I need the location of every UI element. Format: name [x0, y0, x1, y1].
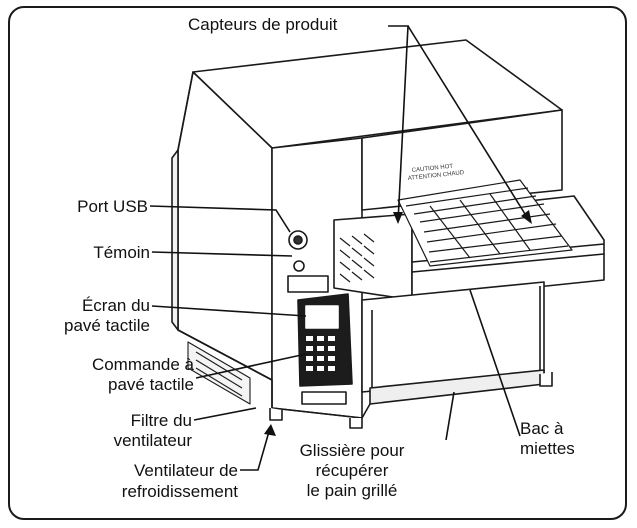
label-fan-line2: refroidissement — [121, 482, 238, 501]
keypad-buttons — [306, 336, 335, 371]
leader-filter — [193, 407, 257, 421]
conveyor-front-housing — [333, 213, 413, 301]
label-indicator: Témoin — [93, 243, 150, 262]
label-slide-line1: Glissière pour — [299, 441, 405, 460]
leader-screen — [151, 305, 307, 317]
wire-rack — [397, 179, 573, 267]
indicator-light — [293, 260, 305, 272]
foot-back — [539, 372, 553, 387]
attention-chaud-text: ATTENTION CHAUD — [408, 170, 466, 182]
label-filter-line2: ventilateur — [113, 431, 192, 450]
arrow-fan — [264, 424, 276, 436]
label-slide-line2: récupérer — [315, 461, 389, 480]
leader-fan — [240, 427, 271, 471]
label-control-line1: Commande à — [91, 355, 194, 374]
leader-control — [195, 353, 307, 379]
label-screen-line1: Écran du — [81, 296, 150, 315]
label-usb-port: Port USB — [77, 197, 148, 216]
leader-usb-port — [149, 205, 291, 233]
touchscreen-display — [305, 305, 339, 329]
leader-crumb-tray — [469, 289, 521, 437]
label-filter-line1: Filtre du — [130, 411, 192, 430]
arrow-sensor-right — [521, 210, 532, 224]
foot-left — [269, 408, 283, 421]
front-vents — [339, 233, 375, 283]
label-crumb-line1: Bac à — [520, 419, 564, 438]
panel-bottom-plate — [301, 391, 347, 405]
label-slide-line3: le pain grillé — [306, 481, 398, 500]
leader-slide — [445, 391, 455, 441]
leader-indicator — [151, 251, 293, 257]
panel-label-plate — [287, 275, 329, 293]
foot-right — [349, 418, 363, 429]
arrow-sensor-left — [393, 212, 403, 224]
caution-hot-text: CAUTION HOT — [412, 164, 454, 174]
label-control-line2: pavé tactile — [108, 375, 194, 394]
label-crumb-line2: miettes — [520, 439, 575, 458]
label-screen-line2: pavé tactile — [64, 316, 150, 335]
label-product-sensors: Capteurs de produit — [188, 15, 338, 34]
label-fan-line1: Ventilateur de — [134, 461, 238, 480]
